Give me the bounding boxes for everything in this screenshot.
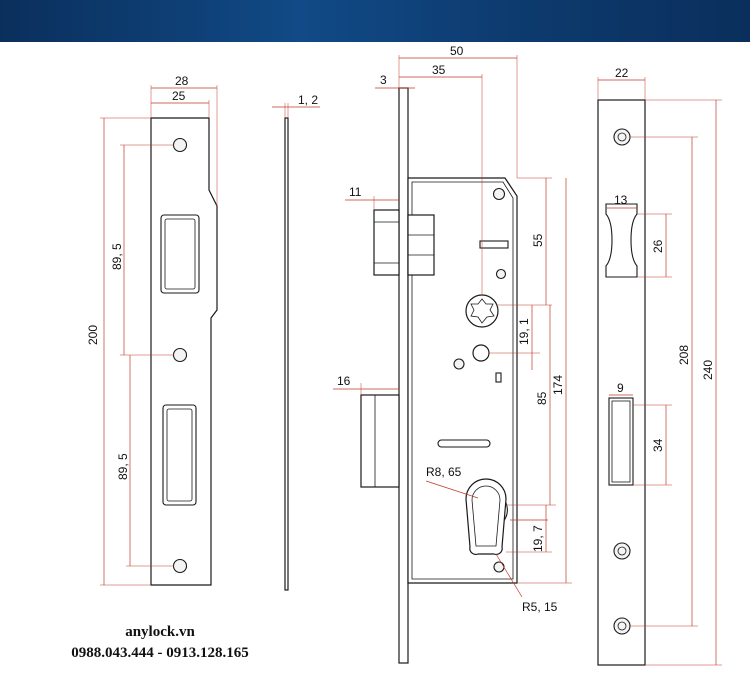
dim-faceplate-length: 240: [701, 360, 715, 380]
dim-latch-to-spindle: 55: [531, 233, 545, 247]
dim-faceplate-thickness: 3: [380, 73, 387, 87]
dim-cylinder-radius-bottom: R5, 15: [522, 600, 558, 614]
dim-strike-width: 28: [175, 74, 189, 88]
header-banner: [0, 0, 750, 42]
top-slot: [479, 240, 509, 249]
dead-bolt: [360, 394, 400, 488]
dim-strike-length: 200: [86, 325, 100, 345]
dim-body-height: 174: [551, 375, 565, 395]
strike-hole-bottom: [172, 558, 188, 574]
dim-latch-slot-width: 13: [614, 193, 628, 207]
lock-body: [360, 87, 518, 664]
plate-side-view: [284, 117, 289, 591]
dim-body-backset: 35: [432, 63, 446, 77]
small-screw: [453, 358, 465, 370]
faceplate-bolt-slot: [608, 397, 634, 486]
dim-spindle-to-lever: 19, 1: [517, 318, 531, 345]
dim-faceplate-hole-spacing: 208: [677, 345, 691, 365]
lock-faceplate: [398, 87, 409, 664]
dim-strike-inner-width: 25: [172, 89, 186, 103]
dim-strike-hole-spacing-bottom: 89, 5: [116, 453, 130, 480]
top-screw: [492, 187, 506, 201]
dim-latch-slot-height: 26: [651, 239, 665, 253]
spindle-hub: [465, 294, 499, 328]
faceplate-dimensions: 22 13 26 9 34 208 240: [597, 66, 722, 666]
dim-bolt-slot-height: 34: [651, 438, 665, 452]
lever-hole: [472, 344, 490, 362]
bottom-screw: [493, 561, 505, 573]
dim-body-width: 50: [450, 44, 464, 58]
brand-phone: 0988.043.444 - 0913.128.165: [71, 645, 249, 661]
strike-latch-opening: [160, 214, 200, 294]
strike-plate: [150, 117, 218, 586]
dim-deadbolt-projection: 16: [337, 374, 351, 388]
brand-name: anylock.vn: [125, 624, 195, 640]
latch-bolt: [373, 209, 400, 276]
dim-plate-thickness: 1, 2: [298, 93, 318, 107]
strike-hole-top: [172, 137, 188, 153]
dim-latch-projection: 11: [349, 185, 362, 199]
strike-bolt-opening: [162, 404, 197, 506]
plate-thickness-dimension: 1, 2: [272, 93, 320, 118]
faceplate-hole-top: [613, 128, 631, 146]
strike-hole-middle: [172, 347, 188, 363]
lock-body-dimensions: 50 35 3 11 16 55 19, 1 85 174: [333, 44, 572, 614]
dim-bolt-slot-width: 9: [617, 381, 624, 395]
dim-cylinder-radius-top: R8, 65: [426, 465, 462, 479]
dim-strike-hole-spacing-top: 89, 5: [110, 243, 124, 270]
faceplate-hole-bottom: [613, 617, 631, 635]
dim-spindle-to-cylinder: 85: [535, 391, 549, 405]
strike-dimensions: 28 25 200 89, 5 89, 5: [86, 74, 218, 586]
mid-slot: [437, 439, 491, 448]
dim-faceplate-width: 22: [615, 66, 629, 80]
dim-cylinder-offset: 19, 7: [531, 525, 545, 552]
faceplate-hole-mid: [613, 542, 631, 560]
